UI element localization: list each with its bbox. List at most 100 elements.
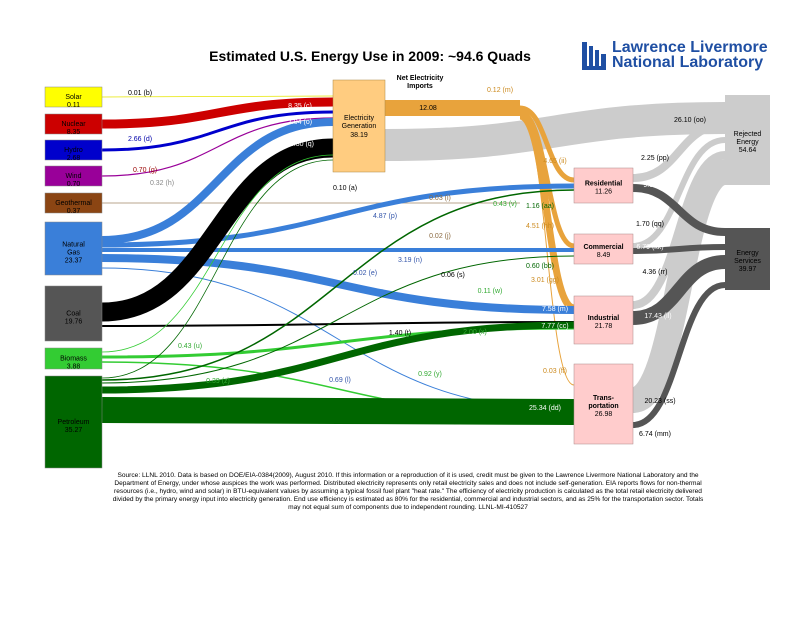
flow-nuclear	[101, 97, 334, 129]
flow-value-label: 8.35 (c)	[288, 103, 312, 110]
flow-value-label: 9.01 (jj)	[643, 182, 666, 189]
source-node-geothermal	[44, 192, 103, 214]
source-node-petroleum	[44, 375, 103, 469]
flow-elec-ind	[518, 112, 576, 312]
flow-value-label: 7.77 (cc)	[541, 323, 568, 330]
flow-value-label: 4.51 (hh)	[526, 223, 554, 230]
flow-value-label: 0.39 (z)	[206, 378, 230, 385]
flow-value-label: 0.70 (g)	[133, 167, 157, 174]
source-value-geothermal: 0.37	[67, 208, 81, 215]
flow-value-label: 2.66 (d)	[128, 136, 152, 143]
source-label-geothermal: Geothermal	[55, 200, 92, 207]
source-node-hydro	[44, 139, 103, 161]
sector-value-industrial: 21.78	[595, 323, 613, 330]
source-value-solar: 0.11	[67, 102, 80, 109]
source-value-natural-gas: 23.37	[65, 258, 83, 265]
net-imports-value: 0.12 (m)	[487, 87, 513, 94]
source-label-hydro: Hydro	[64, 147, 83, 154]
flow-value-label: 0.01 (b)	[128, 90, 152, 97]
source-node-solar	[44, 86, 103, 108]
flow-value-label: 0.60 (bb)	[526, 263, 554, 270]
source-node-wind	[44, 165, 103, 187]
source-value-nuclear: 8.35	[67, 129, 81, 136]
sector-value-residential: 11.26	[595, 189, 612, 196]
source-value-petroleum: 35.27	[65, 427, 83, 434]
sector-value-transportation: 26.98	[595, 411, 613, 418]
source-note: Source: LLNL 2010. Data is based on DOE/…	[112, 472, 704, 511]
flow-value-label: 3.19 (n)	[398, 257, 422, 264]
source-label-coal: Coal	[66, 311, 81, 318]
flow-elec-res	[519, 105, 575, 183]
flow-ind-services	[632, 255, 726, 325]
sector-label-residential: Residential	[585, 181, 622, 188]
source-node-natural-gas	[44, 221, 103, 276]
flow-value-label: 26.10 (oo)	[674, 117, 706, 124]
flow-coal-ind	[101, 321, 575, 327]
flow-pet-res	[101, 189, 575, 381]
source-value-wind: 0.70	[67, 181, 81, 188]
flow-value-label: 0.32 (h)	[150, 180, 174, 187]
flow-value-label: 0.06 (s)	[441, 272, 465, 279]
flow-pet-com	[101, 255, 575, 384]
sector-node-transportation	[573, 363, 634, 445]
source-value-biomass: 3.88	[67, 364, 81, 371]
source-label-nuclear: Nuclear	[61, 121, 86, 128]
flow-wind	[101, 117, 334, 177]
source-label-wind: Wind	[66, 173, 82, 180]
flow-value-label: 0.02 (j)	[429, 233, 451, 240]
flow-elec-rejected	[384, 102, 726, 161]
flow-value-label: 0.10 (a)	[333, 185, 357, 192]
logo-line-2: National Laboratory	[612, 54, 764, 71]
page-title: Estimated U.S. Energy Use in 2009: ~94.6…	[209, 48, 531, 64]
flow-value-label: 0.92 (y)	[418, 371, 442, 378]
flow-value-label: 0.69 (l)	[329, 377, 351, 384]
flow-coal-elec	[101, 138, 334, 322]
flow-value-label: 4.65 (ii)	[543, 158, 566, 165]
llnl-logo: Lawrence Livermore National Laboratory	[582, 40, 792, 74]
output-node-rejected	[725, 95, 770, 185]
flow-value-label: 0.02 (e)	[353, 270, 377, 277]
flow-value-label: 2.25 (pp)	[641, 155, 669, 162]
flow-value-label: 12.08	[419, 105, 437, 112]
flow-trans-services	[632, 282, 726, 428]
sector-node-industrial	[573, 295, 634, 345]
flow-pet-elec	[101, 159, 334, 379]
flow-res-services	[632, 184, 726, 236]
flow-value-label: 20.23 (ss)	[644, 398, 675, 405]
flow-solar	[101, 95, 334, 98]
flow-gas-elec	[101, 118, 334, 244]
flow-value-label: 0.43 (v)	[493, 201, 517, 208]
logo-line-1: Lawrence Livermore	[612, 39, 768, 56]
flow-pet-ind	[101, 321, 575, 394]
output-value-services: 39.97	[739, 266, 757, 273]
flow-value-label: 2.00 (x)	[463, 329, 487, 336]
source-label-solar: Solar	[65, 94, 82, 101]
flow-com-services	[632, 244, 726, 254]
flow-value-label: 0.03 (i)	[429, 195, 451, 202]
flow-value-label: 1.16 (aa)	[526, 203, 554, 210]
flow-bio-elec	[101, 154, 334, 353]
flow-bio-ind	[101, 326, 575, 359]
electricity-generation-value: 38.19	[350, 132, 368, 139]
source-node-biomass	[44, 347, 103, 370]
flow-value-label: 0.03 (ff)	[543, 368, 567, 375]
sector-label-transportation: Trans-portation	[588, 395, 618, 410]
output-value-rejected: 54.64	[739, 147, 757, 154]
flow-value-label: 6.79 (kk)	[636, 244, 663, 251]
flow-value-label: 3.01 (gg)	[531, 277, 559, 284]
flow-value-label: 25.34 (dd)	[529, 405, 561, 412]
sector-node-residential	[573, 167, 634, 204]
flow-hydro	[101, 110, 334, 152]
llnl-logo-mark-icon	[582, 42, 606, 70]
flow-gas-res	[101, 183, 575, 248]
source-value-hydro: 2.68	[67, 155, 81, 162]
flow-value-label: 18.30 (q)	[286, 141, 314, 148]
flow-pet-trans	[101, 397, 575, 425]
flow-value-label: 0.11 (w)	[478, 288, 503, 295]
source-label-biomass: Biomass	[60, 356, 87, 363]
